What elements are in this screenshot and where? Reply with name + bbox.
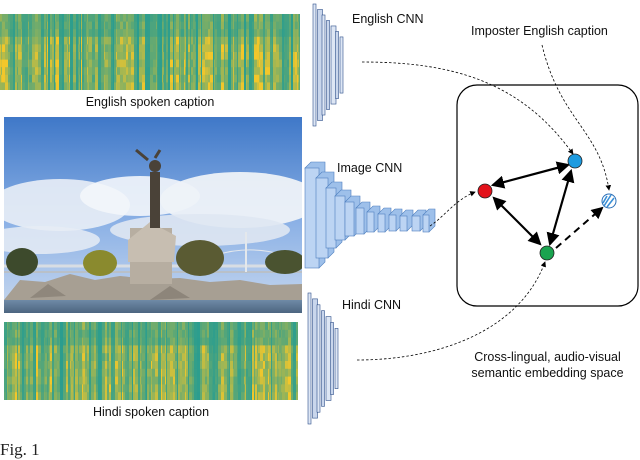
embedding-space-label-line2: semantic embedding space — [471, 366, 624, 380]
imposter-to-node-connector — [541, 44, 612, 191]
english-cnn-label: English CNN — [352, 12, 424, 26]
imposter-caption-label: Imposter English caption — [471, 24, 608, 38]
image-to-node-connector — [429, 191, 476, 227]
english-cnn-stack — [312, 3, 344, 127]
english-to-node-connector — [361, 61, 574, 155]
hindi-cnn-label: Hindi CNN — [342, 298, 402, 312]
imposter-node — [601, 193, 617, 209]
edge-image-english — [490, 161, 571, 189]
english-node — [567, 153, 583, 169]
image-cnn-label: Image CNN — [337, 161, 403, 175]
image-cnn-stack — [304, 161, 436, 269]
hindi-cnn-stack — [307, 292, 339, 425]
hindi-caption-label: Hindi spoken caption — [92, 405, 210, 419]
edge-hindi-imposter — [555, 206, 604, 249]
edge-image-hindi — [492, 196, 542, 246]
embedding-space-label-line1: Cross-lingual, audio-visual — [474, 350, 621, 364]
hindi-node — [539, 245, 555, 261]
figure-caption-fragment: Fig. 1 — [0, 440, 40, 459]
english-caption-label: English spoken caption — [85, 95, 215, 109]
image-node — [477, 183, 493, 199]
embedding-space-box — [456, 84, 639, 307]
english-spectrogram — [0, 14, 300, 90]
edge-hindi-english — [546, 168, 575, 247]
landmark-photo — [4, 117, 302, 313]
hindi-to-node-connector — [356, 261, 546, 361]
hindi-spectrogram — [4, 322, 298, 400]
